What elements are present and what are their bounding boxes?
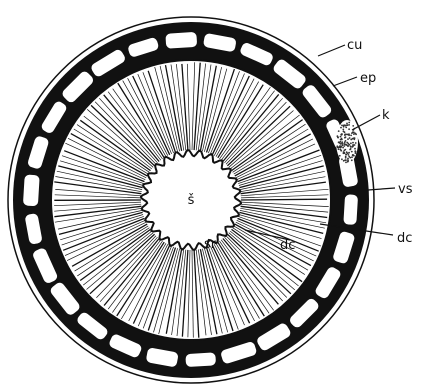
stipple-dot xyxy=(342,145,344,147)
stipple-dot xyxy=(344,149,346,151)
stipple-dot xyxy=(342,147,344,149)
stipple-dot xyxy=(341,139,343,141)
stipple-dot xyxy=(339,141,341,143)
stipple-dot xyxy=(348,154,350,156)
stipple-dot xyxy=(345,144,347,146)
stipple-dot xyxy=(350,142,352,144)
stipple-dot xyxy=(354,150,356,152)
stipple-dot xyxy=(346,123,348,125)
stipple-dot xyxy=(350,146,352,148)
stipple-dot xyxy=(351,156,353,158)
stipple-dot xyxy=(348,128,350,130)
vascular-bundle xyxy=(185,352,216,367)
stipple-dot xyxy=(341,142,343,144)
stipple-dot xyxy=(352,125,354,127)
stipple-dot xyxy=(351,159,353,161)
leader-vs xyxy=(368,188,395,190)
label-pith: š xyxy=(188,193,195,208)
stipple-dot xyxy=(343,145,345,147)
sclerenchyma-patch xyxy=(336,120,358,164)
stipple-dot xyxy=(340,127,342,129)
stipple-dot xyxy=(354,148,356,150)
stipple-dot xyxy=(348,133,350,135)
stipple-dot xyxy=(343,160,345,162)
stipple-dot xyxy=(337,135,339,137)
stipple-dot xyxy=(345,159,347,161)
label-cu: cu xyxy=(347,38,362,53)
stipple-dot xyxy=(355,142,357,144)
stipple-dot xyxy=(339,145,341,147)
stipple-dot xyxy=(350,135,352,137)
stipple-dot xyxy=(344,137,346,139)
stipple-dot xyxy=(355,152,357,154)
stipple-dot xyxy=(341,133,343,135)
stipple-dot xyxy=(338,141,340,143)
stipple-dot xyxy=(338,148,340,150)
stipple-dot xyxy=(341,158,343,160)
stipple-dot xyxy=(348,124,350,126)
stipple-dot xyxy=(345,127,347,129)
stipple-dot xyxy=(347,158,349,160)
stipple-dot xyxy=(344,133,346,135)
label-ep: ep xyxy=(360,71,376,86)
stipple-dot xyxy=(344,141,346,143)
label-dc-right: dc xyxy=(397,231,412,246)
radial-ray xyxy=(241,199,327,200)
vascular-bundle xyxy=(165,32,197,49)
stipple-dot xyxy=(340,150,342,152)
stipple-dot xyxy=(349,157,351,159)
stipple-dot xyxy=(345,157,347,159)
leader-cu xyxy=(318,45,345,56)
stipple-dot xyxy=(339,155,341,157)
stipple-dot xyxy=(352,142,354,144)
stipple-dot xyxy=(351,151,353,153)
label-k: k xyxy=(382,108,390,123)
label-sr: sr xyxy=(204,237,217,252)
stipple-dot xyxy=(345,125,347,127)
stipple-dot xyxy=(352,144,354,146)
stipple-dot xyxy=(347,138,349,140)
stipple-dot xyxy=(349,149,351,151)
label-dc-inner: dc xyxy=(280,238,295,253)
stipple-dot xyxy=(348,152,350,154)
stipple-dot xyxy=(352,131,354,133)
vascular-bundle xyxy=(343,194,358,225)
vascular-bundle xyxy=(23,174,40,206)
label-vs: vs xyxy=(398,182,413,197)
leader-ep xyxy=(333,77,357,86)
stipple-dot xyxy=(349,137,351,139)
stipple-dot xyxy=(352,154,354,156)
stipple-dot xyxy=(340,136,342,138)
stipple-dot xyxy=(348,144,350,146)
stipple-dot xyxy=(353,133,355,135)
stipple-dot xyxy=(345,153,347,155)
stipple-dot xyxy=(354,137,356,139)
stipple-dot xyxy=(348,122,350,124)
stipple-dot xyxy=(342,129,344,131)
stipple-dot xyxy=(343,130,345,132)
stipple-dot xyxy=(336,145,338,147)
stipple-dot xyxy=(343,152,345,154)
stipple-dot xyxy=(338,130,340,132)
stipple-dot xyxy=(346,142,348,144)
stipple-dot xyxy=(345,162,347,164)
stipple-dot xyxy=(341,125,343,127)
